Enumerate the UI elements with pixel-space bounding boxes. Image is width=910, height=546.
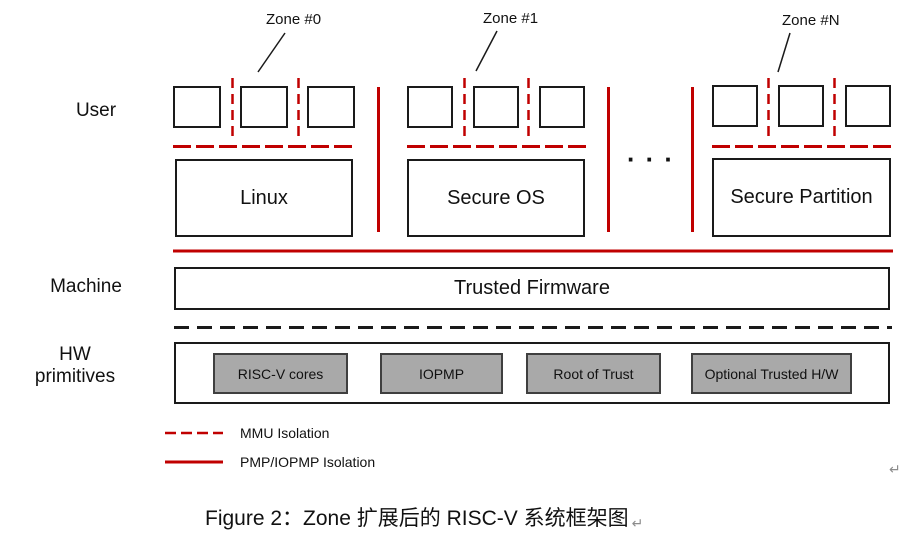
optional-trusted-hw-box: Optional Trusted H/W bbox=[691, 353, 852, 394]
root-of-trust-box: Root of Trust bbox=[526, 353, 661, 394]
zoneN-leader-line bbox=[777, 32, 791, 73]
root-of-trust-label: Root of Trust bbox=[553, 365, 634, 382]
process-box bbox=[473, 86, 519, 128]
hw-primitives-line1: HW bbox=[59, 344, 91, 365]
process-box bbox=[539, 86, 585, 128]
process-box bbox=[712, 85, 758, 127]
zone-1-label: Zone #1 bbox=[483, 10, 539, 27]
paragraph-return-mark: ↵ bbox=[889, 461, 901, 477]
zone-0-label: Zone #0 bbox=[266, 11, 322, 28]
secure-partition-box: Secure Partition bbox=[712, 158, 891, 237]
zone1-leader-line bbox=[475, 30, 498, 72]
secure-os-box: Secure OS bbox=[407, 159, 585, 237]
process-box bbox=[778, 85, 824, 127]
trusted-firmware-box: Trusted Firmware bbox=[174, 267, 890, 310]
iopmp-label: IOPMP bbox=[418, 365, 465, 382]
linux-label: Linux bbox=[240, 186, 288, 209]
paragraph-return-mark: ↵ bbox=[631, 515, 644, 531]
tier-label-machine: Machine bbox=[50, 276, 122, 297]
secure-os-label: Secure OS bbox=[447, 186, 545, 209]
iopmp-box: IOPMP bbox=[380, 353, 503, 394]
process-box bbox=[845, 85, 891, 127]
zone0-leader-line bbox=[257, 32, 286, 73]
hw-primitives-line2: primitives bbox=[34, 366, 116, 387]
figure-caption-row: Figure 2：Zone 扩展后的 RISC-V 系统框架图 ↵ bbox=[205, 502, 643, 532]
process-box bbox=[240, 86, 288, 128]
trusted-firmware-label: Trusted Firmware bbox=[454, 277, 610, 299]
optional-trusted-hw-label: Optional Trusted H/W bbox=[704, 365, 839, 382]
riscv-cores-label: RISC-V cores bbox=[237, 365, 324, 382]
zone-n-label: Zone #N bbox=[782, 12, 840, 29]
linux-box: Linux bbox=[175, 159, 353, 237]
legend-pmp-label: PMP/IOPMP Isolation bbox=[240, 454, 376, 470]
tier-label-user: User bbox=[75, 100, 117, 121]
secure-partition-label: Secure Partition bbox=[730, 186, 873, 208]
process-box bbox=[307, 86, 355, 128]
legend-mmu-label: MMU Isolation bbox=[240, 425, 330, 441]
process-box bbox=[173, 86, 221, 128]
zones-ellipsis: ··· bbox=[627, 144, 683, 174]
process-box bbox=[407, 86, 453, 128]
riscv-cores-box: RISC-V cores bbox=[213, 353, 348, 394]
figure-caption: Figure 2：Zone 扩展后的 RISC-V 系统框架图 bbox=[205, 507, 629, 530]
tier-label-hw-primitives: HW primitives bbox=[15, 344, 135, 388]
